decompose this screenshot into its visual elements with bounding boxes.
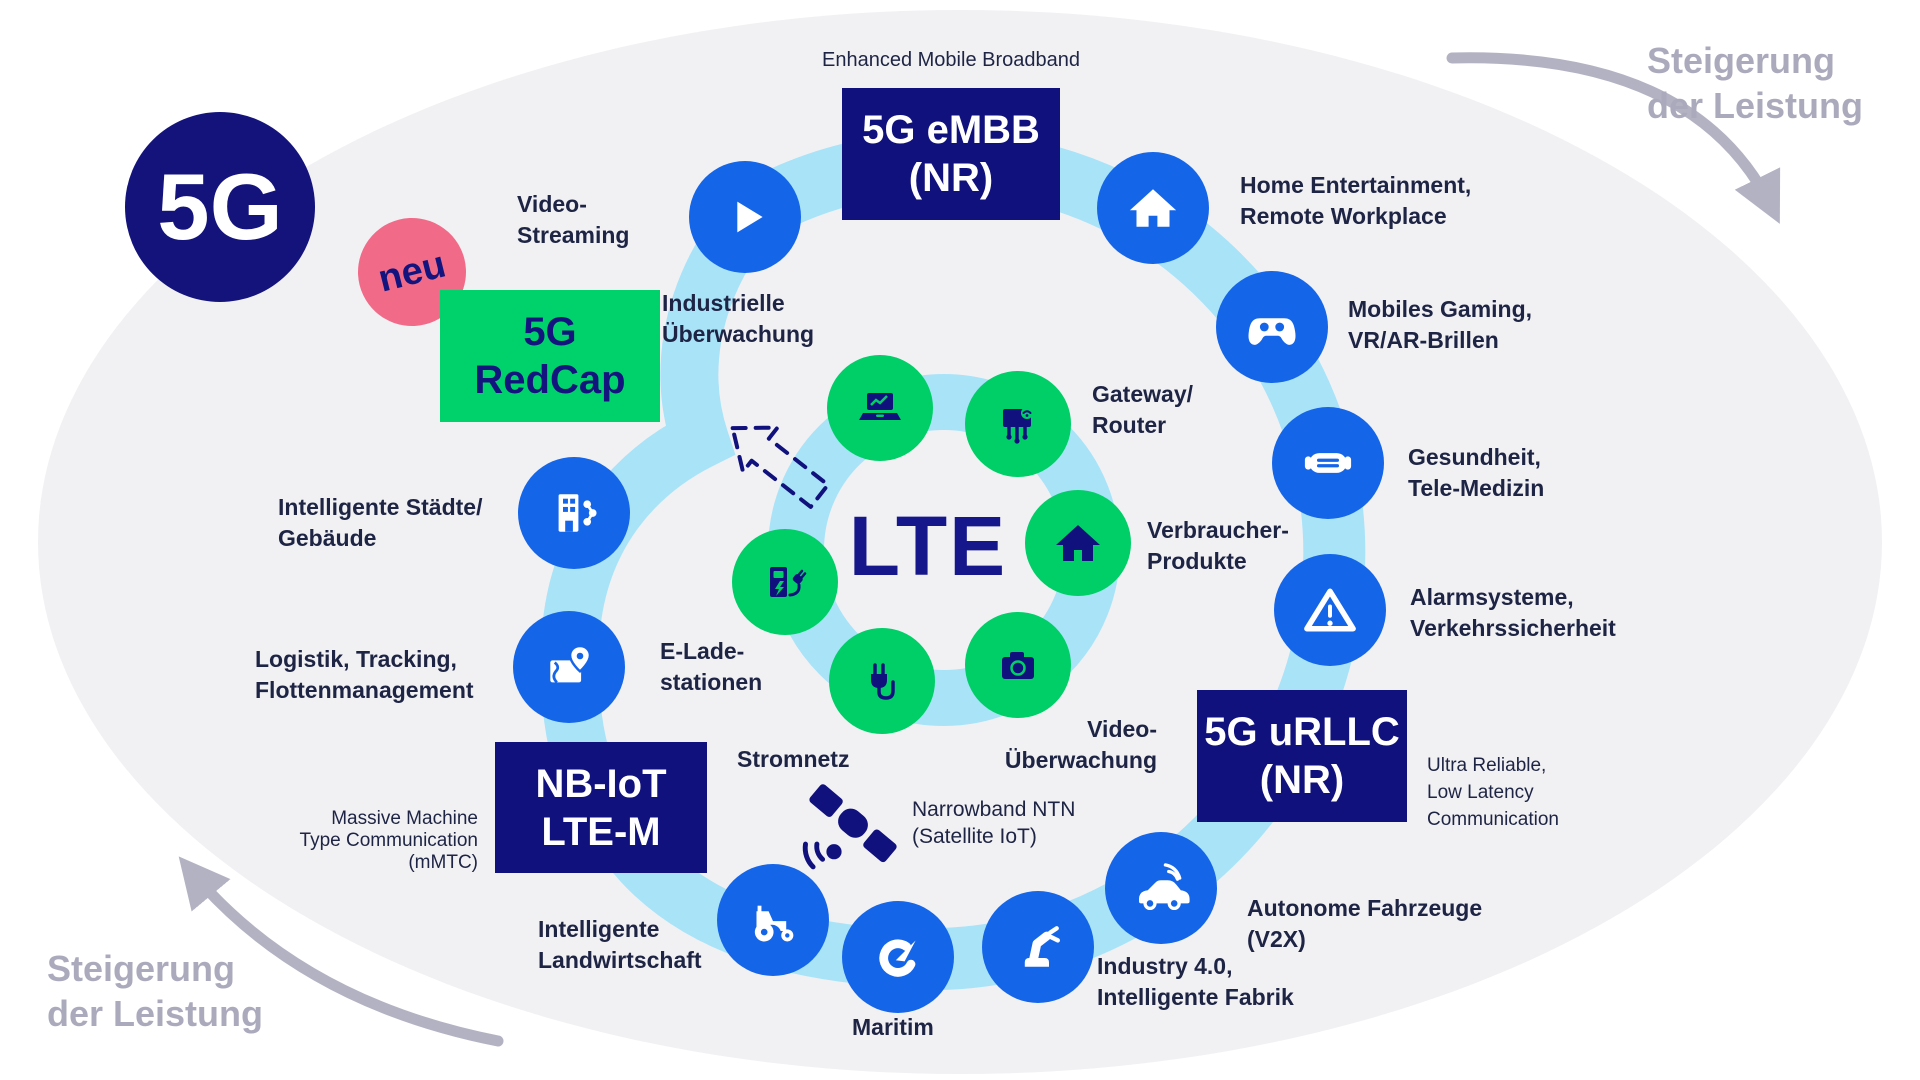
connected-car-icon [1139,863,1190,910]
lte-center-label: LTE [848,499,1008,593]
house-icon [1056,525,1100,561]
label-verbraucher-produkte: Verbraucher-Produkte [1147,517,1289,574]
play-icon [737,201,763,233]
label-e-ladestationen: E-Lade-stationen [660,638,763,695]
node-industry-40 [982,891,1094,1003]
label-intelligente-staedte: Intelligente Städte/Gebäude [278,494,483,551]
telemedicine-band-icon [1304,453,1352,473]
node-e-ladestationen [732,529,838,635]
node-video-ueberwachung [965,612,1071,718]
label-gateway-router: Gateway/Router [1092,381,1193,438]
smart-building-icon [558,494,597,532]
performance-arrow-top-right [1446,52,1781,224]
node-gateway-router [965,371,1071,477]
gamepad-icon [1248,318,1296,345]
camera-icon [1002,652,1034,679]
node-autonome-fahrzeuge [1105,832,1217,944]
node-alarmsysteme [1274,554,1386,666]
label-maritim: Maritim [852,1014,934,1040]
node-video-streaming [689,161,801,273]
ship-gauge-icon [879,939,917,977]
5g-urllc-box: 5G uRLLC(NR) [1197,690,1407,822]
narrowband-ntn-label: Narrowband NTN (Satellite IoT) [912,798,1076,848]
label-gesundheit: Gesundheit,Tele-Medizin [1408,444,1545,501]
tractor-icon [754,905,794,942]
warning-triangle-icon [1304,588,1356,632]
label-mobiles-gaming: Mobiles Gaming,VR/AR-Brillen [1348,296,1533,353]
performance-arrow-bottom-left [178,856,504,1047]
node-mobiles-gaming [1216,271,1328,383]
node-stromnetz [829,628,935,734]
node-intelligente-staedte [518,457,630,569]
label-video-streaming: Video-Streaming [517,191,630,248]
5g-badge: 5G [125,112,315,302]
urllc-caption: Ultra Reliable, Low Latency Communicatio… [1427,755,1559,830]
laptop-monitoring-icon [859,393,901,420]
map-pin-icon [550,644,592,684]
5g-embb-box: 5G eMBB(NR) [842,88,1060,220]
power-plug-icon [871,663,895,700]
label-stromnetz: Stromnetz [737,746,850,772]
node-verbraucher-produkte [1025,490,1131,596]
node-maritim [842,901,954,1013]
home-icon [1129,189,1177,227]
migration-dashed-arrow [730,425,830,509]
label-logistik: Logistik, Tracking,Flottenmanagement [255,646,474,703]
satellite-icon [802,784,897,870]
label-industry-40: Industry 4.0,Intelligente Fabrik [1097,953,1294,1010]
label-home-entertainment: Home Entertainment,Remote Workplace [1240,172,1472,229]
ev-charger-icon [770,567,807,597]
nbiot-caption: Massive Machine Type Communication (mMTC… [299,808,478,873]
node-home-entertainment [1097,152,1209,264]
label-alarmsysteme: Alarmsysteme,Verkehrssicherheit [1410,584,1616,641]
node-industrielle-ueberwachung [827,355,933,461]
node-intelligente-landwirtschaft [717,864,829,976]
label-video-ueberwachung: Video-Überwachung [1004,716,1157,773]
robot-arm-icon [1024,926,1060,967]
router-icon [1003,407,1033,444]
label-autonome-fahrzeuge: Autonome Fahrzeuge(V2X) [1247,895,1483,952]
embb-caption: Enhanced Mobile Broadband [822,49,1080,71]
node-gesundheit [1272,407,1384,519]
node-logistik [513,611,625,723]
